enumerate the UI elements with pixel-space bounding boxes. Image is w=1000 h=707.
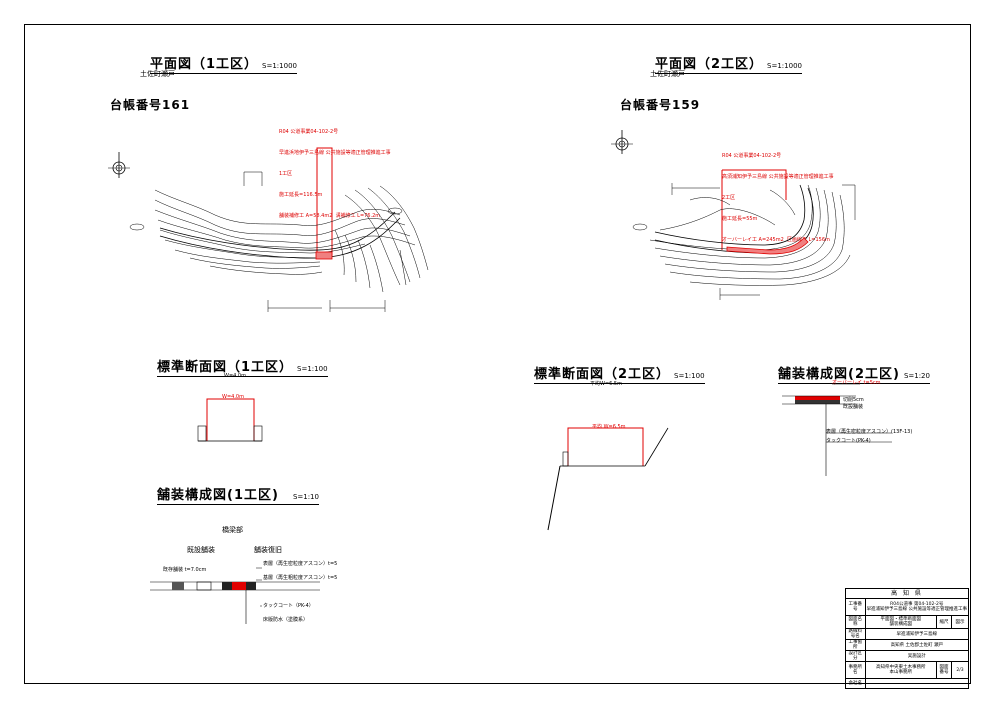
section2-title-text: 標準断面図（2工区）	[534, 367, 671, 382]
plan2-note-line: 2工区	[722, 195, 736, 201]
plan1-ledger-number: 台帳番号161	[110, 98, 191, 112]
section2-title: 標準断面図（2工区）S=1:100	[534, 363, 705, 384]
pave2-layer-label: オーバーレイ t=5cm	[832, 380, 881, 386]
plan2-dimensions	[632, 183, 856, 300]
title-block-value: 図示	[951, 615, 969, 629]
title-block-value: 2/3	[951, 661, 969, 679]
section1-scale: S=1:100	[297, 365, 328, 373]
pave1-title: 舗装構成図(1工区) S=1:10	[157, 484, 319, 505]
plan2-title: 平面図（2工区）S=1:1000	[655, 53, 802, 74]
plan2-callout	[722, 169, 787, 200]
title-block-key: 縮尺	[936, 615, 952, 629]
title-block-key: 設計区分	[845, 650, 866, 662]
plan1-dimensions	[129, 171, 407, 312]
pave1-layer-label: 床版防水（塗膜系）	[263, 617, 309, 623]
title-block-key: 工事箇所	[845, 639, 866, 651]
section1-inner-label: W=4.0m	[222, 394, 244, 400]
plan1-note: R04 公道事業04-102-2号 早進浜地伊予三島線 公共施設等適正管理推進工…	[279, 115, 391, 227]
section2-inner-label: 平均 W=6.5m	[592, 424, 626, 430]
title-block-key: 工事番号	[845, 598, 866, 616]
plan1-note-line: 1工区	[279, 171, 293, 177]
pave2-scale: S=1:20	[903, 372, 930, 380]
section1-title: 標準断面図（1工区）S=1:100	[157, 356, 328, 377]
title-block-value: 高知県 土佐郡土佐町 瀬戸	[864, 639, 970, 651]
plan1-note-line: R04 公道事業04-102-2号	[279, 129, 339, 135]
north-arrow-icon	[611, 130, 633, 154]
title-block-key: 路線料号名	[845, 628, 866, 640]
section1-width-label: W=4.0m	[224, 373, 246, 379]
pave1-bridge-label: 橋梁部	[222, 526, 243, 534]
title-block-key: 図面名称	[845, 615, 866, 629]
plan2-work-area	[726, 237, 809, 255]
plan2-terrain	[649, 184, 851, 286]
plan1-work-area	[315, 251, 333, 260]
section1-title-text: 標準断面図（1工区）	[157, 360, 294, 375]
title-block-value: 平面図・標準断面図 舗装構成図	[864, 615, 938, 629]
plan1-terrain	[154, 185, 429, 293]
title-block-value: 実施設計	[864, 650, 970, 662]
pave2-title: 舗装構成図(2工区)S=1:20	[778, 363, 930, 384]
pave2-layer-label: 表層（再生密粒度アスコン）(13F-13)	[826, 429, 913, 435]
title-block-key: 図面番号	[936, 661, 952, 679]
title-block-value: 早進浦知伊予三島線	[864, 628, 970, 640]
pave2-title-text: 舗装構成図(2工区)	[778, 367, 900, 382]
plan2-ledger-number: 台帳番号159	[620, 98, 701, 112]
pave1-scale: S=1:10	[292, 493, 319, 501]
plan2-note-line: オーバーレイ工 A=245m2 区画線工 L=156m	[722, 237, 830, 243]
plan2-note-line: 高須浦知伊予三島線 公共施設等適正管理推進工事	[722, 174, 834, 180]
plan2-note: R04 公道事業04-102-2号 高須浦知伊予三島線 公共施設等適正管理推進工…	[722, 139, 834, 251]
title-block-key: 会社名	[845, 678, 866, 689]
plan2-location: 土佐町瀬戸	[650, 70, 685, 78]
section2-width-label: 平均W=6.5m	[590, 381, 622, 387]
pave1-title-text: 舗装構成図(1工区)	[157, 488, 279, 503]
plan2-title-text: 平面図（2工区）	[655, 57, 764, 72]
pave1-restore-label: 舗装復旧	[254, 546, 282, 554]
pave1-layer-label: タックコート（PK-4）	[263, 603, 314, 609]
pave2-layer-label: 切削5cm	[843, 397, 864, 403]
plan1-scale: S=1:1000	[262, 62, 297, 70]
pave1-layer-label: 基層（再生粗粒度アスコン）t=5	[263, 575, 338, 581]
plan1-note-line: 舗装補修工 A=58.4m2 溝補修工 L=76.2m	[279, 213, 381, 219]
section2-scale: S=1:100	[674, 372, 705, 380]
pave2-layer-label: 既設舗装	[843, 404, 864, 410]
plan1-location: 土佐町瀬戸	[140, 70, 175, 78]
title-block-value: 高知県中央東土木事務所 本山事務所	[864, 661, 938, 679]
plan1-title-text: 平面図（1工区）	[150, 57, 259, 72]
title-block-header: 高 知 県	[845, 588, 969, 599]
north-arrow-icon	[108, 152, 130, 178]
pave1-layer-label: 表層（再生密粒度アスコン）t=5	[263, 561, 338, 567]
pave1-existing-label: 既設舗装	[187, 546, 215, 554]
title-block-value: R04公道事 第04-102-2号 早進浦知伊予三島線 公共施設等適正管理推進工…	[864, 598, 970, 616]
plan1-note-line: 施工延長=116.5m	[279, 192, 323, 198]
plan1-title: 平面図（1工区）S=1:1000	[150, 53, 297, 74]
drawing-frame	[24, 24, 971, 684]
plan2-scale: S=1:1000	[767, 62, 802, 70]
pave2-layer-label: タックコート(PK-4)	[826, 438, 871, 444]
plan1-note-line: 早進浜地伊予三島線 公共施設等適正管理推進工事	[279, 150, 391, 156]
plan2-note-line: R04 公道事業04-102-2号	[722, 153, 782, 159]
plan2-note-line: 施工延長=55m	[722, 216, 758, 222]
pave1-left-label: 既存舗装 t=7.0cm	[163, 567, 207, 573]
title-block-key: 事務所名	[845, 661, 866, 679]
title-block-value	[864, 678, 970, 689]
